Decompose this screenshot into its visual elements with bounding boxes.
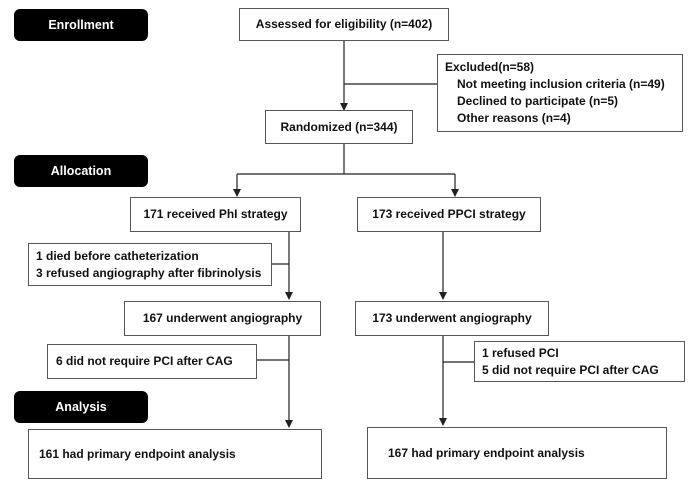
randomized-box: Randomized (n=344)	[265, 110, 413, 144]
excluded-box: Excluded(n=58) Not meeting inclusion cri…	[437, 54, 683, 132]
ppci-received-box: 173 received PPCI strategy	[357, 197, 541, 232]
ppci-endpoint-box: 167 had primary endpoint analysis	[367, 427, 667, 479]
phi-angiography-box: 167 underwent angiography	[124, 301, 321, 336]
stage-enrollment: Enrollment	[14, 9, 148, 41]
phi-no-pci-box: 6 did not require PCI after CAG	[47, 344, 257, 379]
phi-endpoint-box: 161 had primary endpoint analysis	[28, 429, 322, 479]
assessed-box: Assessed for eligibility (n=402)	[239, 8, 449, 41]
ppci-exclusion-item: 1 refused PCI	[482, 345, 559, 360]
phi-exclusion-item: 3 refused angiography after fibrinolysis	[36, 265, 262, 280]
stage-allocation: Allocation	[14, 155, 148, 187]
phi-received-box: 171 received PhI strategy	[130, 197, 301, 232]
excluded-reason: Declined to participate (n=5)	[457, 94, 619, 108]
phi-exclusions-box: 1 died before catheterization 3 refused …	[28, 243, 272, 286]
ppci-angiography-box: 173 underwent angiography	[355, 301, 549, 336]
stage-analysis: Analysis	[14, 391, 148, 423]
excluded-reason: Not meeting inclusion criteria (n=49)	[457, 77, 665, 91]
excluded-reason: Other reasons (n=4)	[457, 111, 571, 125]
ppci-exclusions-box: 1 refused PCI 5 did not require PCI afte…	[474, 341, 685, 382]
excluded-title: Excluded(n=58)	[445, 60, 535, 74]
phi-exclusion-item: 1 died before catheterization	[36, 248, 199, 263]
ppci-exclusion-item: 5 did not require PCI after CAG	[482, 362, 659, 377]
